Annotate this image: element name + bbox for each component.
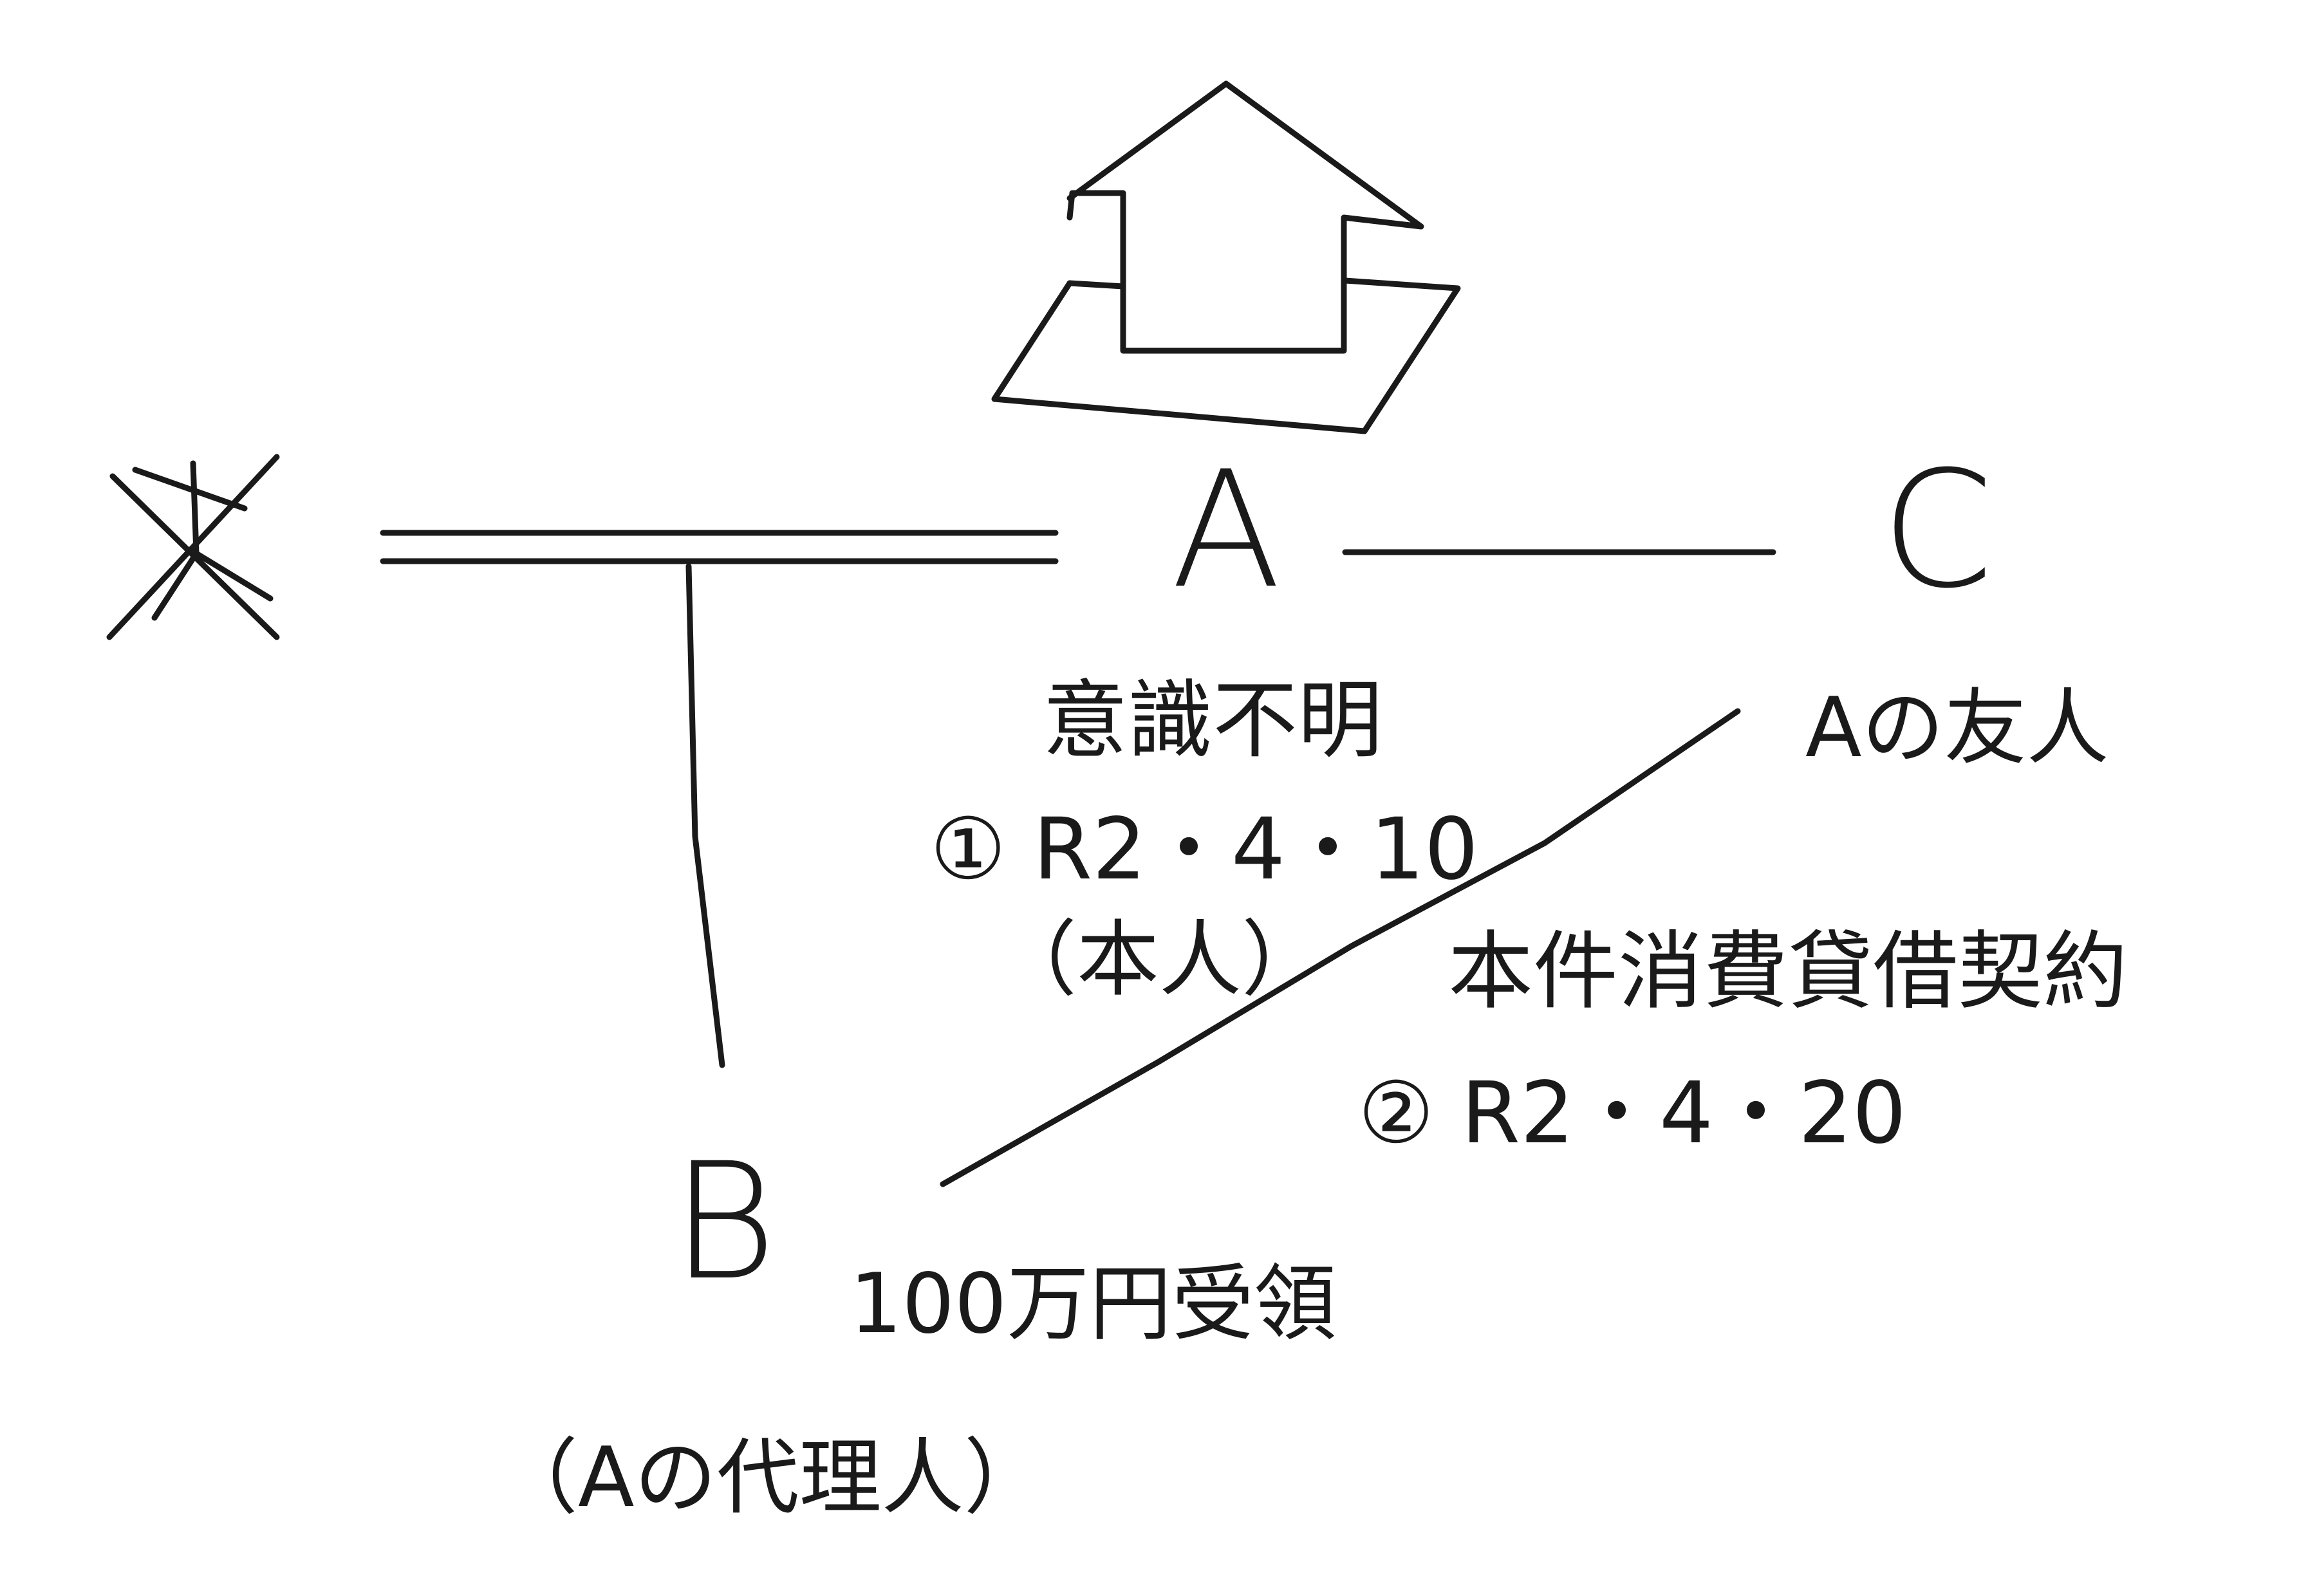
land-plot: [991, 277, 1461, 434]
father-stroke-3: [193, 550, 274, 602]
a-condition-label: 意識不明: [1043, 671, 1382, 770]
land-edge-left: [1066, 280, 1126, 290]
party-b-label: B: [671, 1128, 777, 1315]
event-1-note-label: （本人）: [994, 912, 1324, 1008]
family-lines: [380, 530, 1059, 1068]
cross-line-2: [106, 454, 280, 640]
contract-line: [940, 708, 1741, 1187]
contract-name-label: 本件消費貸借契約: [1448, 922, 2128, 1021]
cross-line-1: [109, 473, 280, 640]
father-stroke-4: [151, 550, 200, 621]
father-stroke-1: [132, 467, 248, 512]
party-a-label: A: [1171, 436, 1281, 624]
event-2-date-label: ② R2・4・20: [1358, 1064, 1906, 1163]
c-relation-label: Aの友人: [1805, 680, 2109, 776]
house-on-land-icon: [991, 80, 1461, 434]
child-line-to-b: [685, 563, 725, 1068]
event-1-date-label: ① R2・4・10: [930, 800, 1478, 899]
b-role-label: （Aの代理人）: [496, 1430, 1047, 1526]
b-received-label: 100万円受領: [850, 1256, 1336, 1352]
father-stroke-2: [190, 460, 200, 557]
house-roof: [1066, 80, 1424, 354]
party-c-label: C: [1881, 436, 1994, 624]
crossed-out-father-icon: [106, 454, 280, 640]
